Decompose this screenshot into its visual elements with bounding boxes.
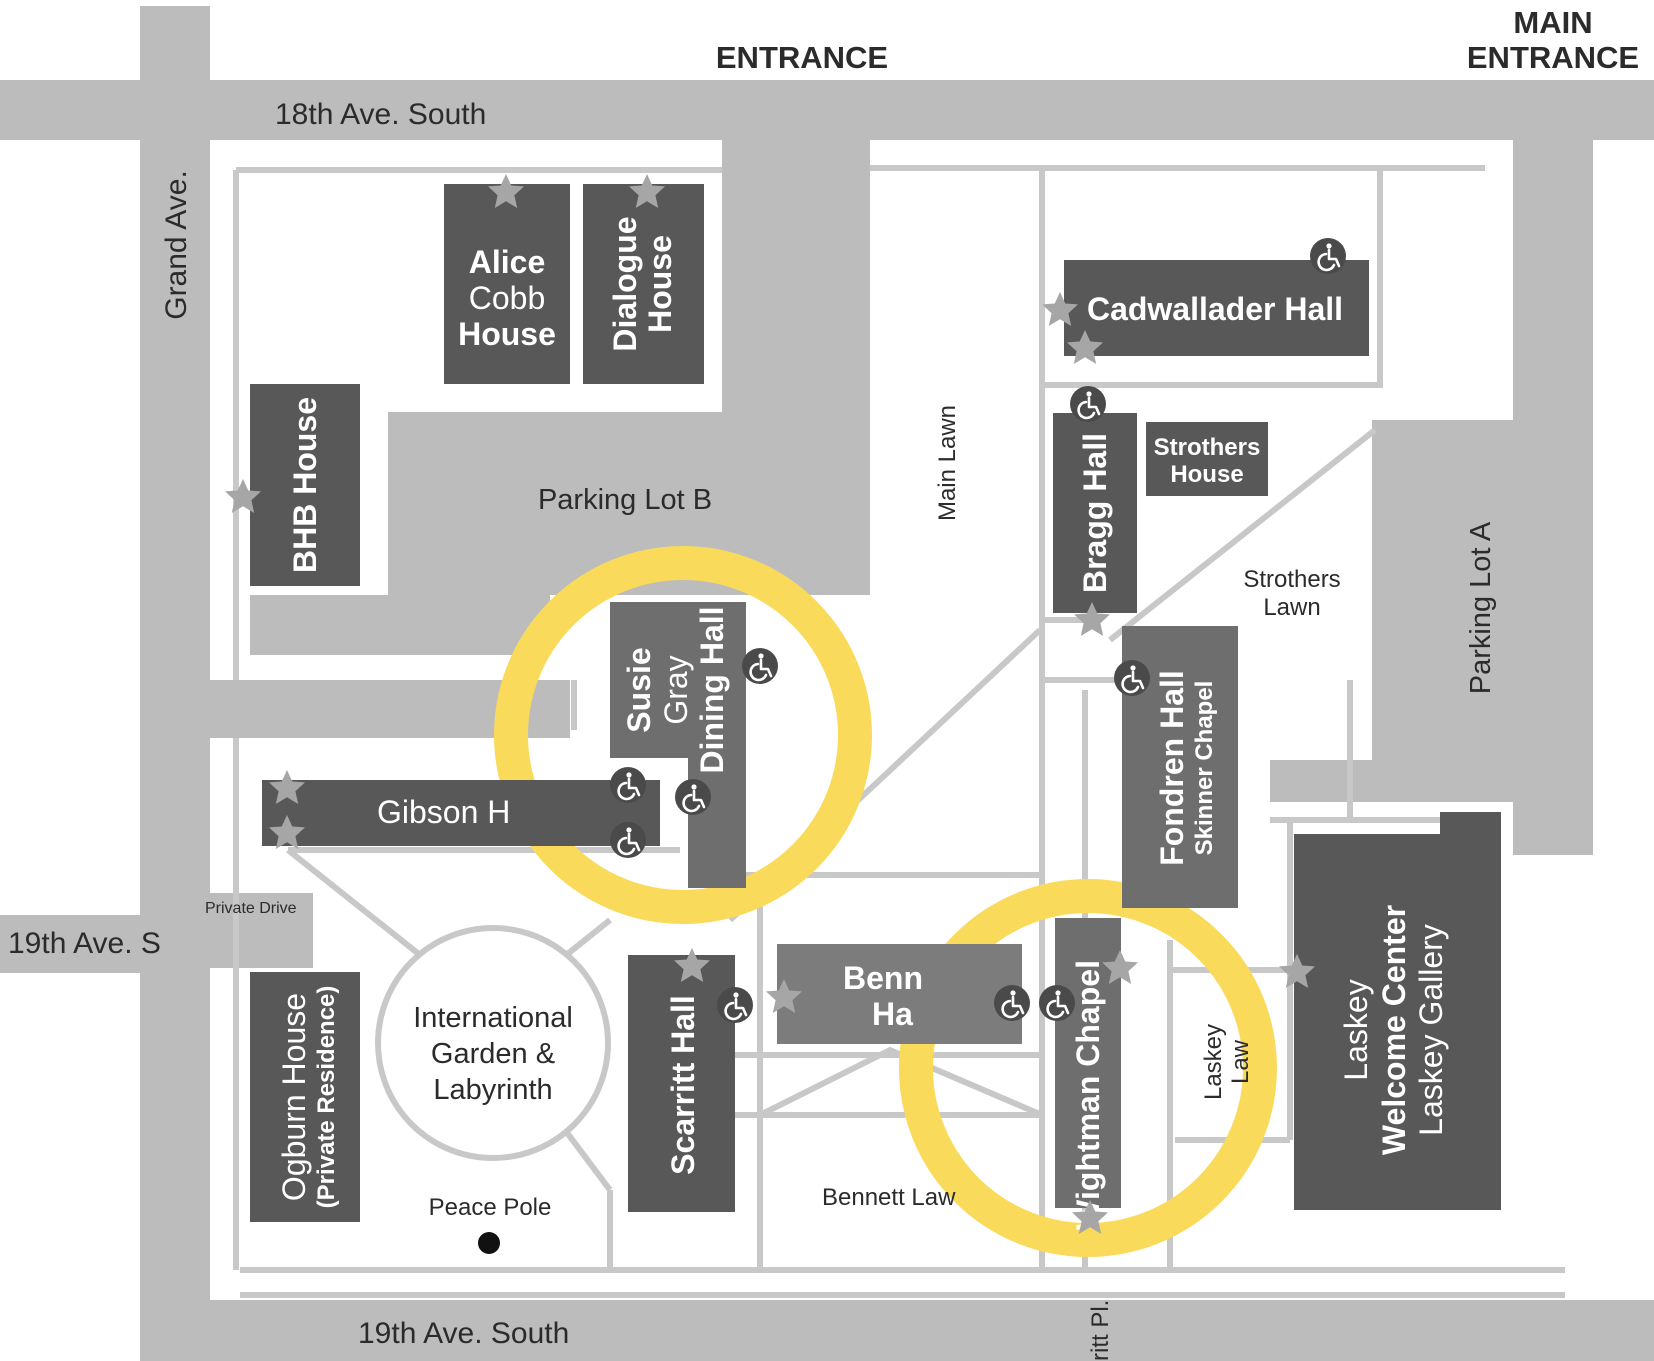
street-19th-ave-south: 19th Ave. South	[358, 1317, 569, 1350]
road-private-drive	[210, 893, 313, 968]
parking-lot-a-south	[1270, 760, 1593, 802]
parking-lot-b-west	[250, 595, 550, 655]
street-18th-ave-south: 18th Ave. South	[275, 98, 486, 131]
bennett-hall-line2: Ha	[872, 996, 913, 1032]
building-dialogue-house[interactable]: Dialogue House	[583, 184, 704, 384]
building-susie-gray-dining-hall[interactable]: Susie Gray Dining Hall	[610, 602, 746, 888]
ogburn-house-label: Ogburn House	[276, 993, 312, 1201]
street-19th-ave-s: 19th Ave. S	[8, 927, 161, 960]
building-laskey-welcome-center[interactable]: Laskey Welcome Center Laskey Gallery	[1294, 812, 1501, 1210]
susie-gray-line2: Gray	[658, 655, 694, 724]
entrance-heading: ENTRANCE	[716, 40, 888, 75]
garden-line3: Labyrinth	[433, 1074, 552, 1106]
highlight-circle-wightman-chapel	[899, 879, 1277, 1257]
wheelchair-icon	[992, 983, 1032, 1023]
laskey-line1: Laskey	[1338, 979, 1374, 1080]
building-bragg-hall[interactable]: Bragg Hall	[1053, 413, 1137, 613]
ogburn-note: (Private Residence)	[313, 986, 340, 1209]
road-main-entrance-drive	[1513, 140, 1593, 855]
peace-pole-dot-icon	[478, 1232, 500, 1254]
road-19th-ave-s	[0, 915, 210, 973]
wheelchair-icon	[608, 820, 648, 860]
cadwallader-label: Cadwallader Hall	[1087, 291, 1343, 327]
wightman-chapel-label: Wightman Chapel	[1070, 960, 1106, 1230]
main-lawn-label: Main Lawn	[934, 405, 961, 521]
private-drive-label: Private Drive	[205, 900, 297, 917]
garden-line1: International	[413, 1002, 573, 1034]
parking-lot-a	[1372, 420, 1513, 760]
building-gibson-hall[interactable]: Gibson H	[262, 780, 660, 846]
laskey-line2: Welcome Center	[1376, 905, 1412, 1155]
bennett-hall-line1: Benn	[843, 960, 923, 996]
highlight-circle-dining-hall	[494, 546, 872, 924]
bragg-hall-label: Bragg Hall	[1077, 433, 1113, 593]
main-entrance-heading-line1: MAIN	[1513, 5, 1592, 40]
strothers-house-line2: House	[1170, 461, 1243, 488]
strothers-lawn-line1: Strothers	[1243, 566, 1340, 593]
parking-lot-b-label: Parking Lot B	[538, 484, 712, 516]
parking-lot-a-label: Parking Lot A	[1465, 521, 1497, 694]
garden-line2: Garden &	[431, 1038, 555, 1070]
susie-gray-line3: Dining Hall	[694, 606, 730, 773]
fondren-hall-label: Fondren Hall	[1154, 670, 1190, 866]
wheelchair-icon	[673, 777, 713, 817]
building-bhb-house[interactable]: BHB House	[250, 384, 360, 586]
building-alice-cobb-house[interactable]: Alice Cobb House	[444, 184, 570, 384]
laskey-line3: Laskey Gallery	[1413, 924, 1449, 1136]
road-19th-ave-south	[210, 1300, 1654, 1361]
road-18th-ave	[0, 80, 1654, 140]
alice-cobb-line2: Cobb	[469, 280, 546, 316]
laskey-lawn-line1: Laskey	[1200, 1024, 1227, 1100]
building-bennett-hall[interactable]: Benn Ha	[777, 944, 1022, 1044]
strothers-house-line1: Strothers	[1154, 434, 1261, 461]
wheelchair-icon	[1308, 236, 1348, 276]
dialogue-line2: House	[642, 235, 678, 333]
wheelchair-icon	[740, 646, 780, 686]
skinner-chapel-label: Skinner Chapel	[1191, 681, 1218, 856]
building-scarritt-hall[interactable]: Scarritt Hall	[628, 955, 735, 1212]
strothers-lawn-line2: Lawn	[1263, 594, 1320, 621]
street-scarritt-pl: ritt Pl.	[1087, 1300, 1114, 1361]
road-grand-ave	[140, 6, 210, 1361]
building-strothers-house[interactable]: Strothers House	[1146, 422, 1268, 496]
international-garden-labyrinth[interactable]: International Garden & Labyrinth	[375, 925, 611, 1161]
wheelchair-icon	[715, 985, 755, 1025]
building-cadwallader-hall[interactable]: Cadwallader Hall	[1064, 260, 1369, 356]
alice-cobb-line1: Alice	[469, 244, 545, 280]
bennett-lawn-label: Bennett Law	[822, 1184, 956, 1211]
main-entrance-heading-line2: ENTRANCE	[1467, 40, 1639, 75]
gibson-hall-label: Gibson H	[377, 794, 510, 830]
wheelchair-icon	[608, 765, 648, 805]
peace-pole-label: Peace Pole	[429, 1194, 552, 1221]
scarritt-hall-label: Scarritt Hall	[665, 995, 701, 1175]
building-ogburn-house[interactable]: Ogburn House (Private Residence)	[250, 972, 360, 1222]
street-grand-ave: Grand Ave.	[160, 170, 193, 320]
wheelchair-icon	[1112, 658, 1152, 698]
alice-cobb-line3: House	[458, 316, 556, 352]
wheelchair-icon	[1037, 983, 1077, 1023]
dialogue-line1: Dialogue	[607, 216, 643, 351]
roads	[0, 6, 1654, 1361]
laskey-lawn-line2: Law	[1227, 1039, 1254, 1084]
susie-gray-line1: Susie	[621, 647, 657, 732]
wheelchair-icon	[1068, 384, 1108, 424]
bhb-house-label: BHB House	[287, 397, 323, 573]
